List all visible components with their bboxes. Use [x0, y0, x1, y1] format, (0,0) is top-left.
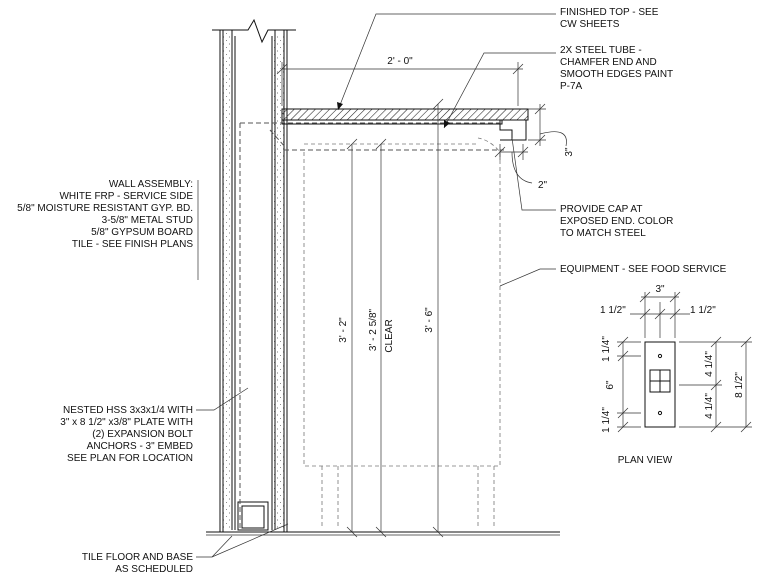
equipment-text: EQUIPMENT - SEE FOOD SERVICE [560, 264, 727, 275]
dim-clear: CLEAR [384, 319, 395, 352]
steel-tube-line-3: SMOOTH EDGES PAINT [560, 69, 673, 80]
dim-height-2: 3' - 2 5/8" [368, 308, 379, 351]
dim-tube-depth: 2" [538, 180, 548, 191]
plan-mid: 6" [605, 380, 616, 390]
dim-tube-height: 3" [564, 147, 575, 157]
dim-height-1: 3' - 2" [338, 317, 349, 343]
cap-line-1: PROVIDE CAP AT [560, 204, 642, 215]
hss-line-1: NESTED HSS 3x3x1/4 WITH [63, 405, 193, 416]
tile-line-1: TILE FLOOR AND BASE [82, 552, 193, 563]
wall-section [206, 18, 560, 536]
tile-line-2: AS SCHEDULED [115, 564, 193, 575]
plan-half-bottom: 4 1/4" [704, 393, 715, 419]
wall-line-6: TILE - SEE FINISH PLANS [72, 239, 193, 250]
hss-line-2: 3" x 8 1/2" x3/8" PLATE WITH [60, 417, 193, 428]
wall-line-1: WALL ASSEMBLY: [109, 179, 193, 190]
plan-right-offset: 1 1/2" [690, 305, 716, 316]
vertical-dimensions: 3' - 2" 3' - 2 5/8" CLEAR 3' - 6" [338, 98, 444, 538]
finished-top-line-2: CW SHEETS [560, 19, 620, 30]
plan-edge-top: 1 1/4" [601, 336, 612, 362]
wall-line-2: WHITE FRP - SERVICE SIDE [59, 191, 193, 202]
wall-line-3: 5/8" MOISTURE RESISTANT GYP. BD. [17, 203, 193, 214]
plan-view: 3" 1 1/2" 1 1/2" 1 1/4" 6" 1 1/4" 4 1/4"… [600, 284, 752, 466]
dim-height-3: 3' - 6" [424, 307, 435, 333]
top-width-dimension: 2' - 0" [276, 56, 524, 106]
svg-text:WALL ASSEMBLY:WHITE FRP - SERV: WALL ASSEMBLY:WHITE FRP - SERVICE SIDE5/… [17, 179, 193, 250]
hss-line-3: (2) EXPANSION BOLT [92, 429, 193, 440]
plan-width: 3" [655, 284, 665, 295]
wall-line-4: 3-5/8" METAL STUD [102, 215, 193, 226]
hss-line-5: SEE PLAN FOR LOCATION [67, 453, 193, 464]
plan-left-offset: 1 1/2" [600, 305, 626, 316]
finished-top-line-1: FINISHED TOP - SEE [560, 7, 659, 18]
cap-line-2: EXPOSED END. COLOR [560, 216, 673, 227]
steel-tube-line-4: P-7A [560, 81, 583, 92]
equipment-note: EQUIPMENT - SEE FOOD SERVICE [499, 264, 727, 287]
cap-line-3: TO MATCH STEEL [560, 228, 646, 239]
hss-line-4: ANCHORS - 3" EMBED [87, 441, 193, 452]
steel-tube-line-2: CHAMFER END AND [560, 57, 657, 68]
counter-top [239, 108, 529, 530]
plan-view-title: PLAN VIEW [618, 455, 673, 466]
dim-top-width: 2' - 0" [387, 56, 413, 67]
plan-overall: 8 1/2" [734, 372, 745, 398]
wall-line-5: 5/8" GYPSUM BOARD [91, 227, 193, 238]
plan-half-top: 4 1/4" [704, 351, 715, 377]
plan-edge-bottom: 1 1/4" [601, 407, 612, 433]
equipment-outline [303, 137, 501, 528]
steel-tube-line-1: 2X STEEL TUBE - [560, 45, 642, 56]
